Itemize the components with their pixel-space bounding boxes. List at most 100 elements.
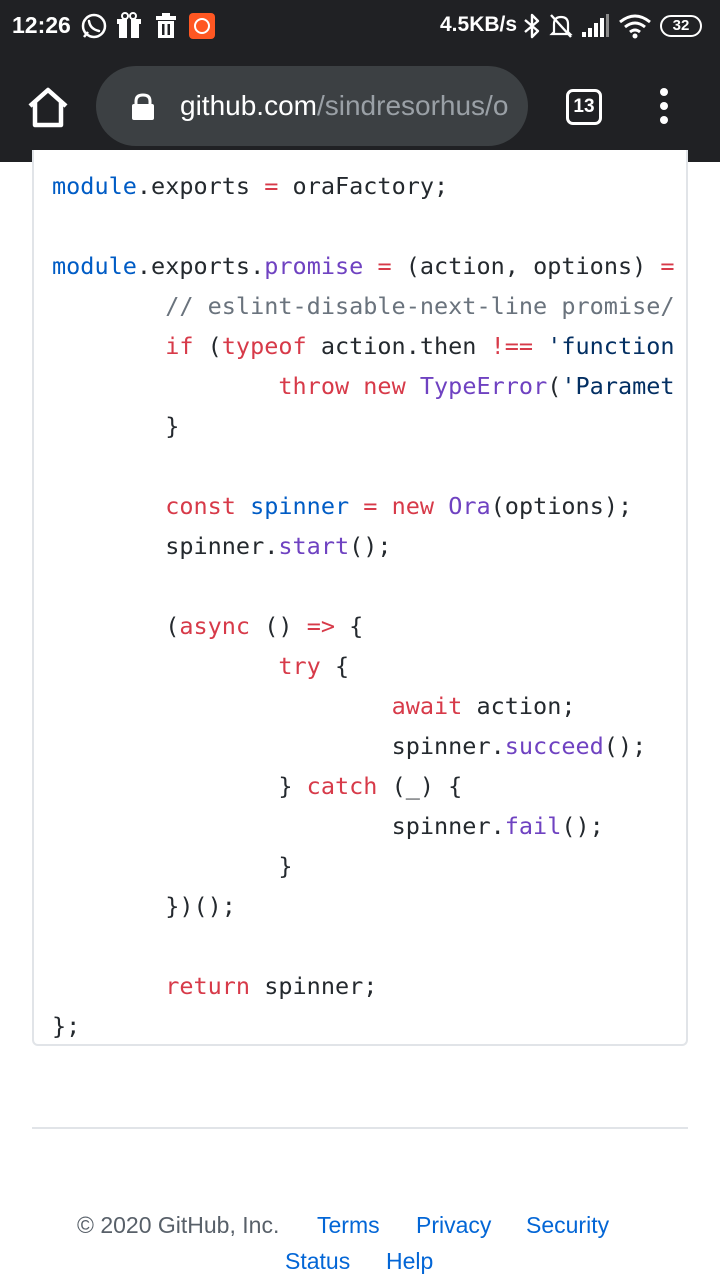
menu-dot-icon [660,88,668,96]
gift-icon [116,12,142,40]
code-token: ( [165,612,180,640]
wifi-icon [618,12,652,40]
code-token: (); [561,812,604,840]
menu-dot-icon [660,102,668,110]
network-speed: 4.5KB/s [440,13,518,36]
code-token: ( [193,332,222,360]
code-token: start [278,532,350,560]
code-line: const spinner = new Ora(options); [52,486,632,526]
code-line: } [52,406,179,446]
code-token: // eslint-disable-next-line promise/ [165,292,675,320]
code-token: } [278,772,307,800]
tab-switcher-button[interactable]: 13 [566,89,602,125]
code-token: module [52,172,137,200]
code-token [52,812,392,840]
menu-dot-icon [660,116,668,124]
home-icon [28,87,68,128]
code-token [52,372,278,400]
code-token: ( [547,372,562,400]
code-token [52,732,392,760]
code-token: action; [462,692,576,720]
code-token: (_) { [377,772,463,800]
code-token: TypeError [419,372,548,400]
status-time: 12:26 [12,12,71,38]
code-token: . [136,172,152,200]
code-token: exports [151,252,251,280]
code-line: } catch (_) { [52,766,462,806]
code-line: spinner.succeed(); [52,726,647,766]
code-token: . [250,252,265,280]
code-token: = [349,492,392,520]
signal-icon [580,12,610,40]
code-token [52,412,165,440]
code-line: throw new TypeError('Paramet [52,366,675,406]
code-line: })(); [52,886,236,926]
code-token: (); [349,532,392,560]
code-token: } [165,412,180,440]
code-token: catch [306,772,378,800]
more-menu-button[interactable] [654,88,674,128]
code-token: if [165,332,194,360]
code-token: = [660,252,675,280]
code-token: new [363,372,406,400]
code-token: spinner. [391,812,505,840]
code-token [52,492,165,520]
code-token: = [363,252,406,280]
code-line: spinner.start(); [52,526,392,566]
code-token [434,492,448,520]
code-token [406,372,420,400]
code-token [52,292,165,320]
code-line: spinner.fail(); [52,806,604,846]
footer-link-privacy[interactable]: Privacy [416,1212,492,1238]
code-line: }; [52,1006,81,1044]
viber-icon [80,12,108,40]
code-token: })(); [165,892,236,920]
code-token: } [278,852,293,880]
footer-link-status[interactable]: Status [285,1248,351,1274]
code-token: oraFactory; [292,172,449,200]
code-token: { [320,652,350,680]
footer-link-terms[interactable]: Terms [317,1212,380,1238]
footer-divider [32,1127,688,1129]
footer-link-help[interactable]: Help [386,1248,434,1274]
lock-icon [132,93,154,120]
code-token: await [391,692,463,720]
code-token: = [250,172,293,200]
code-token: throw [278,372,350,400]
code-token: fail [504,812,562,840]
code-token: try [278,652,321,680]
home-button[interactable] [24,84,72,132]
code-line: try { [52,646,349,686]
code-token: . [136,252,152,280]
code-token: { [334,612,364,640]
code-token: async [179,612,251,640]
code-token: promise [264,252,364,280]
code-token: spinner [250,492,350,520]
code-token: (); [603,732,647,760]
mute-icon [548,12,574,40]
code-token [52,652,278,680]
code-token: 'Paramet [561,372,675,400]
code-line: (async () => { [52,606,363,646]
code-token [52,332,165,360]
code-token [52,612,165,640]
code-line: // eslint-disable-next-line promise/ [52,286,675,326]
code-token: }; [52,1012,81,1040]
trash-icon [154,12,178,40]
code-token: typeof [221,332,307,360]
browser-toolbar: github.com/sindresorhus/o 13 [0,54,720,162]
code-line: if (typeof action.then !== 'function [52,326,674,366]
code-token [52,532,165,560]
code-token [52,852,278,880]
code-line: module.exports.promise = (action, option… [52,246,675,286]
code-token: spinner. [391,732,505,760]
code-token: Ora [448,492,491,520]
code-token: const [165,492,236,520]
code-line: } [52,846,293,886]
code-block: module.exports = oraFactory;module.expor… [32,150,688,1046]
footer-link-security[interactable]: Security [526,1212,610,1238]
bluetooth-icon [522,12,542,40]
address-bar[interactable]: github.com/sindresorhus/o [96,66,528,146]
url-path: /sindresorhus/o [316,90,508,121]
code-token: succeed [504,732,604,760]
